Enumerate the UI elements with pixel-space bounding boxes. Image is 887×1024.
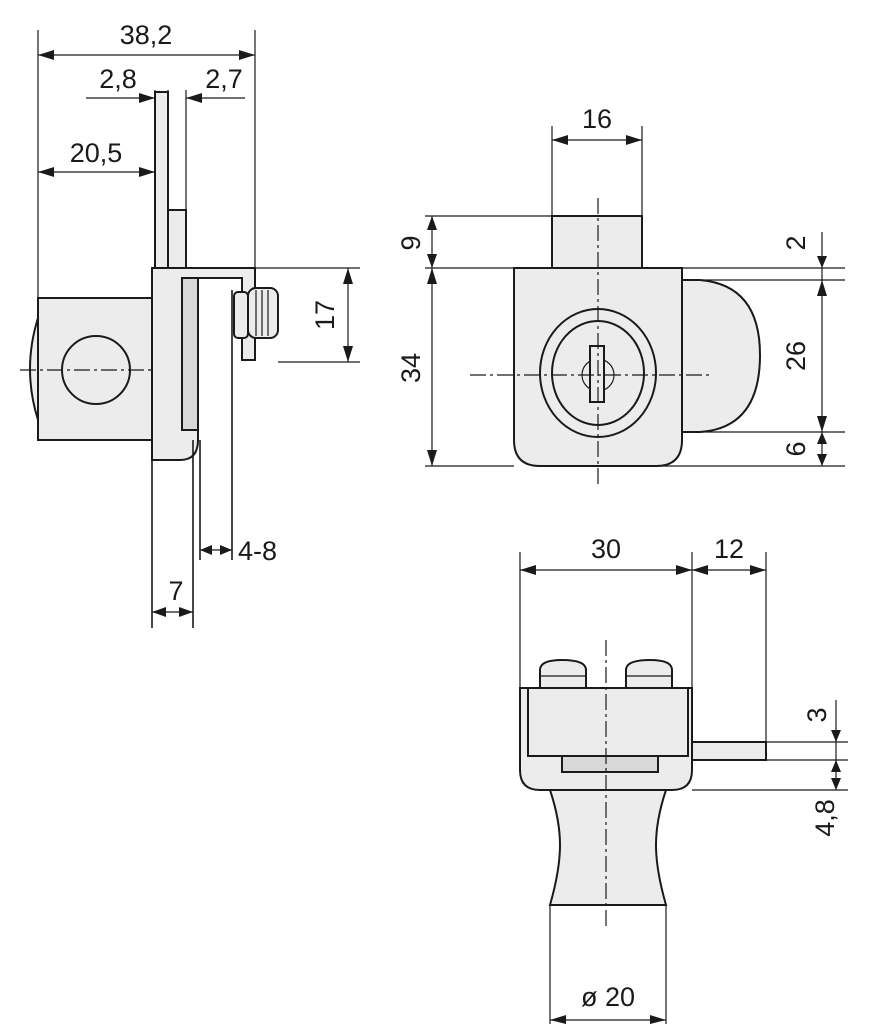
dim-top-height: 9 [396,235,426,250]
dim-top-width: 16 [582,104,612,134]
dim-gap-top: 2 [781,235,811,250]
bottom-screw-left [539,658,587,689]
front-top-tab [551,215,643,269]
dim-left-gap: 2,8 [99,64,137,94]
dim-plate-thickness: 3 [802,707,832,722]
dim-body-width: 30 [591,534,621,564]
side-plate-left [154,91,169,273]
front-keyhole-icon [589,345,605,403]
side-view: 38,2 2,8 2,7 20,5 17 4-8 7 [20,20,360,628]
dim-gap-bottom: 6 [781,441,811,456]
bottom-slot [561,755,659,773]
dim-body-height: 34 [396,353,426,383]
dim-thickness: 7 [168,576,183,606]
bottom-plate [691,741,767,761]
dim-bolt-height: 26 [781,341,811,371]
bottom-cylinder [548,789,668,906]
side-bracket [151,267,256,461]
front-view: 16 9 34 2 26 6 [396,104,845,486]
dim-glass-range: 4-8 [238,536,277,566]
dim-extension: 12 [714,534,744,564]
side-bracket-inner [181,277,199,431]
dim-overall-width: 38,2 [120,20,173,50]
side-plate-right [167,209,187,273]
dim-right-gap: 2,7 [205,64,243,94]
dim-cylinder-diameter: ø 20 [581,982,635,1012]
bottom-body-top [527,687,689,757]
bottom-view: 30 12 3 4,8 ø 20 [519,534,848,1024]
front-bolt [679,279,762,433]
side-lock-cap [29,317,39,421]
bottom-screw-right [625,658,673,689]
side-screw-head [247,287,279,339]
dim-clamp: 4,8 [810,799,840,837]
dim-bracket-height: 17 [310,300,340,330]
dim-body-depth: 20,5 [70,138,123,168]
side-screw [233,291,249,339]
